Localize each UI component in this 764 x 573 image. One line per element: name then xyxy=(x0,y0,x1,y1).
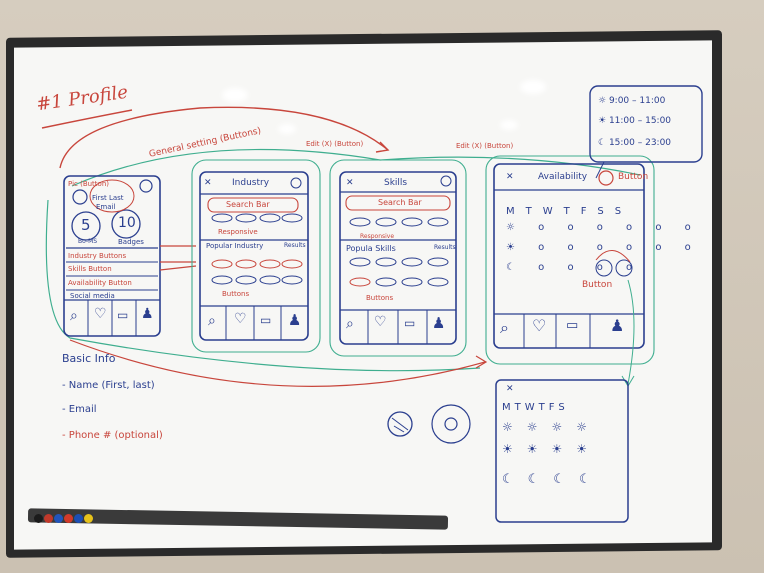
industry-popular-label: Popular Industry xyxy=(206,242,264,250)
midday-slot-row[interactable]: ☀ o o o o o o xyxy=(506,242,701,253)
chat-icon: ▭ xyxy=(404,316,416,330)
ceiling-light-reflection xyxy=(500,120,518,130)
industry-responsive-label: Responsive xyxy=(218,228,258,236)
day-label: S xyxy=(597,206,615,217)
marker-red xyxy=(44,514,53,523)
ceiling-light-reflection xyxy=(520,80,546,94)
time-morning-value: 9:00 – 11:00 xyxy=(608,96,666,106)
profile-name: First Last xyxy=(92,194,124,202)
person-icon: ♟ xyxy=(432,314,446,332)
small-midday-row[interactable]: ☀☀☀☀ xyxy=(502,442,602,456)
profile-count-right: 10 xyxy=(118,215,136,231)
ceiling-light-reflection xyxy=(278,124,296,134)
basic-info-heading: Basic Info xyxy=(62,352,116,365)
heart-icon: ♡ xyxy=(532,316,547,335)
morning-slot-row[interactable]: ☼ o o o o o o xyxy=(506,222,701,233)
day-label: F xyxy=(548,402,559,413)
profile-count-left: 5 xyxy=(81,216,91,234)
day-label: S xyxy=(558,402,569,413)
skills-buttons-label: Buttons xyxy=(366,294,394,302)
profile-email: Email xyxy=(96,203,116,211)
profile-availability-row: Availability Button xyxy=(68,279,132,287)
profile-badges-label: Badges xyxy=(118,238,144,246)
day-label: W xyxy=(542,206,564,217)
time-slot-morning: ☼ 9:00 – 11:00 xyxy=(598,96,666,106)
skills-edit-note: Edit (X) (Button) xyxy=(456,142,514,150)
close-icon: ✕ xyxy=(346,178,354,188)
small-night-row[interactable]: ☾☾☾☾ xyxy=(502,472,605,487)
heart-icon: ♡ xyxy=(94,306,107,322)
industry-search-bar: Search Bar xyxy=(226,200,270,209)
marker-black xyxy=(34,514,43,523)
chat-icon: ▭ xyxy=(117,308,129,322)
person-icon: ♟ xyxy=(288,311,302,329)
person-icon: ♟ xyxy=(610,316,625,335)
basic-info-phone: - Phone # (optional) xyxy=(62,430,163,441)
marker-red xyxy=(64,514,73,523)
ceiling-light-reflection xyxy=(222,88,248,102)
skills-popular-label: Popula Skills xyxy=(346,244,396,253)
day-label: S xyxy=(614,206,633,217)
time-slot-night: ☾ 15:00 – 23:00 xyxy=(598,138,672,148)
search-icon: ⌕ xyxy=(500,318,509,337)
day-label: M xyxy=(506,206,526,217)
availability-button-note: Button xyxy=(618,172,649,182)
chat-icon: ▭ xyxy=(566,318,579,333)
day-label: M xyxy=(502,402,515,413)
availability-day-row: MTWTFSS xyxy=(506,206,632,217)
industry-header: Industry xyxy=(232,178,270,188)
skills-search-bar: Search Bar xyxy=(378,198,422,207)
marker-blue xyxy=(74,514,83,523)
night-slot-row[interactable]: ☾ o o o o xyxy=(506,262,643,273)
small-morning-row[interactable]: ☼☼☼☼ xyxy=(502,420,602,434)
basic-info-email: - Email xyxy=(62,404,97,415)
day-label: F xyxy=(580,206,598,217)
close-icon: ✕ xyxy=(506,172,514,182)
time-slot-midday: ☀ 11:00 – 15:00 xyxy=(598,116,672,126)
day-label: T xyxy=(563,206,581,217)
day-label: T xyxy=(514,402,525,413)
profile-skills-row: Skills Button xyxy=(68,265,112,273)
time-night-value: 15:00 – 23:00 xyxy=(608,138,672,148)
industry-results-label: Results xyxy=(284,242,306,249)
day-label: W xyxy=(524,402,539,413)
industry-edit-note: Edit (X) (Button) xyxy=(306,140,364,148)
industry-buttons-label: Buttons xyxy=(222,290,250,298)
profile-count-left-label: Bo-MS xyxy=(78,238,98,245)
profile-pic-label: Pic (Button) xyxy=(68,180,109,188)
heart-icon: ♡ xyxy=(374,314,387,330)
availability-header: Availability xyxy=(538,172,588,182)
basic-info-name: - Name (First, last) xyxy=(62,380,155,391)
chat-icon: ▭ xyxy=(260,313,272,327)
skills-responsive-label: Responsive xyxy=(360,233,395,240)
close-icon: ✕ xyxy=(204,178,212,188)
day-label: T xyxy=(525,206,543,217)
skills-header: Skills xyxy=(384,178,408,188)
marker-yellow xyxy=(84,514,93,523)
profile-social-row: Social media xyxy=(70,292,115,300)
search-icon: ⌕ xyxy=(70,308,78,324)
search-icon: ⌕ xyxy=(346,316,354,332)
close-icon: ✕ xyxy=(506,384,514,394)
heart-icon: ♡ xyxy=(234,311,247,327)
person-icon: ♟ xyxy=(141,306,154,322)
search-icon: ⌕ xyxy=(208,313,216,329)
skills-results-label: Results xyxy=(434,244,456,251)
time-midday-value: 11:00 – 15:00 xyxy=(608,116,672,126)
marker-blue xyxy=(54,514,63,523)
small-day-row: MTWTFS xyxy=(502,402,569,413)
profile-industry-row: Industry Buttons xyxy=(68,252,127,260)
availability-button-note-2: Button xyxy=(582,280,613,290)
day-label: T xyxy=(538,402,549,413)
